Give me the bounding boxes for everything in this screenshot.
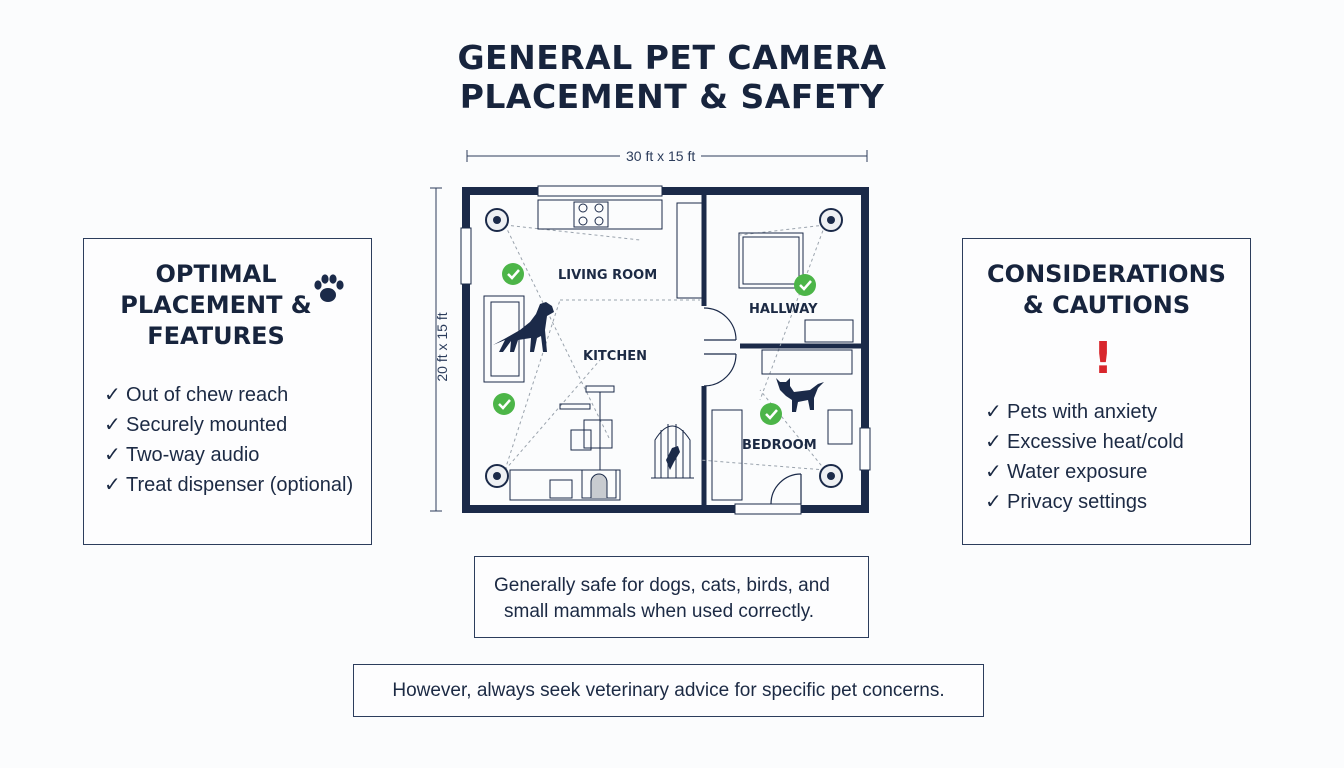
safety-note-line: Generally safe for dogs, cats, birds, an…	[494, 575, 830, 596]
list-item-text: Out of chew reach	[126, 384, 289, 406]
considerations-panel: CONSIDERATIONS & CAUTIONS ! ✓Pets with a…	[962, 238, 1251, 545]
camera-icon-bottom-right	[819, 464, 843, 488]
list-item-text: Excessive heat/cold	[1007, 431, 1184, 453]
list-item: ✓Pets with anxiety	[985, 397, 1184, 427]
check-icon-hallway	[794, 274, 816, 296]
page-title: GENERAL PET CAMERA PLACEMENT & SAFETY	[0, 38, 1344, 116]
check-icon: ✓	[985, 461, 1002, 483]
check-icon: ✓	[104, 444, 121, 466]
check-icon: ✓	[104, 384, 121, 406]
list-item: ✓Treat dispenser (optional)	[104, 470, 353, 500]
check-icon: ✓	[985, 431, 1002, 453]
optimal-placement-panel: OPTIMAL PLACEMENT & FEATURES ✓Out of che…	[83, 238, 372, 545]
bird-icon	[666, 446, 680, 470]
room-label-bedroom: BEDROOM	[742, 438, 817, 453]
heading-line: & CAUTIONS	[1022, 291, 1191, 319]
room-label-kitchen: KITCHEN	[583, 349, 647, 364]
interior-walls	[701, 195, 861, 505]
list-item-text: Pets with anxiety	[1007, 401, 1158, 423]
window-top	[537, 185, 663, 197]
list-item-text: Securely mounted	[126, 414, 288, 436]
check-icon-kitchen	[493, 393, 515, 415]
heading-line: OPTIMAL	[155, 260, 277, 288]
heading-line: PLACEMENT &	[120, 291, 312, 319]
camera-icon-top-right	[819, 208, 843, 232]
veterinary-note: However, always seek veterinary advice f…	[353, 664, 984, 717]
camera-icon-top-left	[485, 208, 509, 232]
page-title-line1: GENERAL PET CAMERA	[457, 38, 887, 77]
height-dimension-label: 20 ft x 15 ft	[434, 312, 450, 382]
check-icon: ✓	[104, 414, 121, 436]
dog-icon	[493, 302, 554, 352]
check-icon-living	[502, 263, 524, 285]
optimal-placement-list: ✓Out of chew reach ✓Securely mounted ✓Tw…	[104, 380, 353, 500]
list-item-text: Privacy settings	[1007, 491, 1148, 513]
optimal-placement-heading: OPTIMAL PLACEMENT & FEATURES	[102, 259, 330, 352]
check-icon-bedroom	[760, 403, 782, 425]
list-item-text: Treat dispenser (optional)	[126, 474, 354, 496]
list-item-text: Water exposure	[1007, 461, 1148, 483]
alert-icon: !	[1093, 333, 1114, 384]
outer-walls	[462, 187, 869, 513]
considerations-list: ✓Pets with anxiety ✓Excessive heat/cold …	[985, 397, 1184, 517]
list-item: ✓Securely mounted	[104, 410, 353, 440]
camera-icon-bottom-left	[485, 464, 509, 488]
page-title-line2: PLACEMENT & SAFETY	[459, 77, 885, 116]
list-item: ✓Two-way audio	[104, 440, 353, 470]
cat-icon	[776, 378, 824, 412]
height-dimension-line	[430, 187, 442, 512]
room-label-living-room: LIVING ROOM	[558, 268, 657, 283]
considerations-heading: CONSIDERATIONS & CAUTIONS	[963, 259, 1250, 321]
list-item: ✓Privacy settings	[985, 487, 1184, 517]
window-bottom	[734, 503, 802, 515]
safety-note-line: small mammals when used correctly.	[504, 601, 815, 622]
list-item: ✓Excessive heat/cold	[985, 427, 1184, 457]
furniture	[483, 199, 854, 501]
safety-note: Generally safe for dogs, cats, birds, an…	[474, 556, 869, 638]
list-item-text: Two-way audio	[126, 444, 260, 466]
window-right	[859, 427, 871, 471]
list-item: ✓Water exposure	[985, 457, 1184, 487]
list-item: ✓Out of chew reach	[104, 380, 353, 410]
doors	[703, 307, 802, 505]
check-icon: ✓	[104, 474, 121, 496]
paw-icon	[314, 274, 344, 302]
check-icon: ✓	[985, 401, 1002, 423]
width-dimension-label: 30 ft x 15 ft	[620, 148, 702, 164]
check-icon: ✓	[985, 491, 1002, 513]
room-label-hallway: HALLWAY	[749, 302, 818, 317]
heading-line: CONSIDERATIONS	[987, 260, 1226, 288]
heading-line: FEATURES	[147, 322, 285, 350]
window-left	[460, 227, 472, 285]
